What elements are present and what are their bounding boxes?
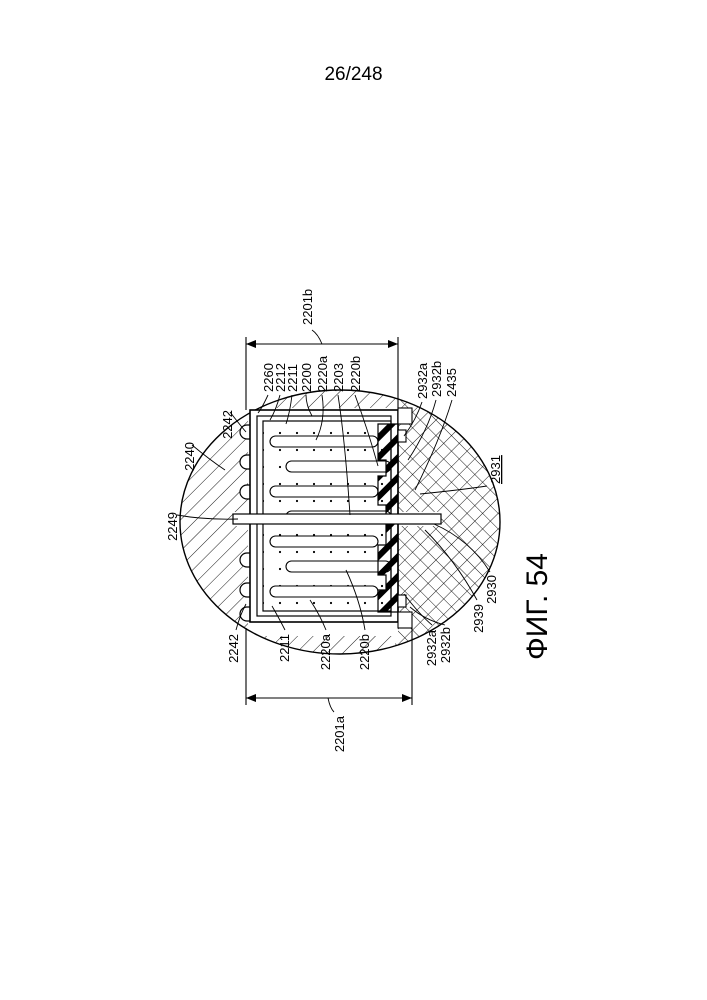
label-2201a: 2201a [332,715,347,752]
label-2930: 2930 [484,575,499,604]
figure-caption: ФИГ. 54 [521,553,554,660]
label-2932a-bottom: 2932a [424,629,439,666]
label-2932b-bottom: 2932b [438,627,453,663]
label-2211-top: 2211 [285,364,300,392]
label-2220b-bottom: 2220b [357,634,372,670]
label-2931: 2931 [488,455,503,484]
label-2932b-top: 2932b [429,361,444,397]
label-2932a-top: 2932a [415,362,430,399]
label-2435: 2435 [444,368,459,397]
label-2242-top: 2242 [220,410,235,439]
label-2249: 2249 [165,512,180,541]
label-2220a-bottom: 2220a [318,633,333,670]
pin-2249 [233,514,441,524]
label-2242-bottom: 2242 [226,634,241,663]
label-2240: 2240 [182,442,197,471]
label-2939: 2939 [471,604,486,633]
label-2220a-top: 2220a [315,355,330,392]
label-2201b: 2201b [300,289,315,325]
label-2200: 2200 [299,363,314,392]
label-2203: 2203 [331,363,346,392]
label-2220b-top: 2220b [348,356,363,392]
label-2211-bottom: 2211 [277,634,292,662]
